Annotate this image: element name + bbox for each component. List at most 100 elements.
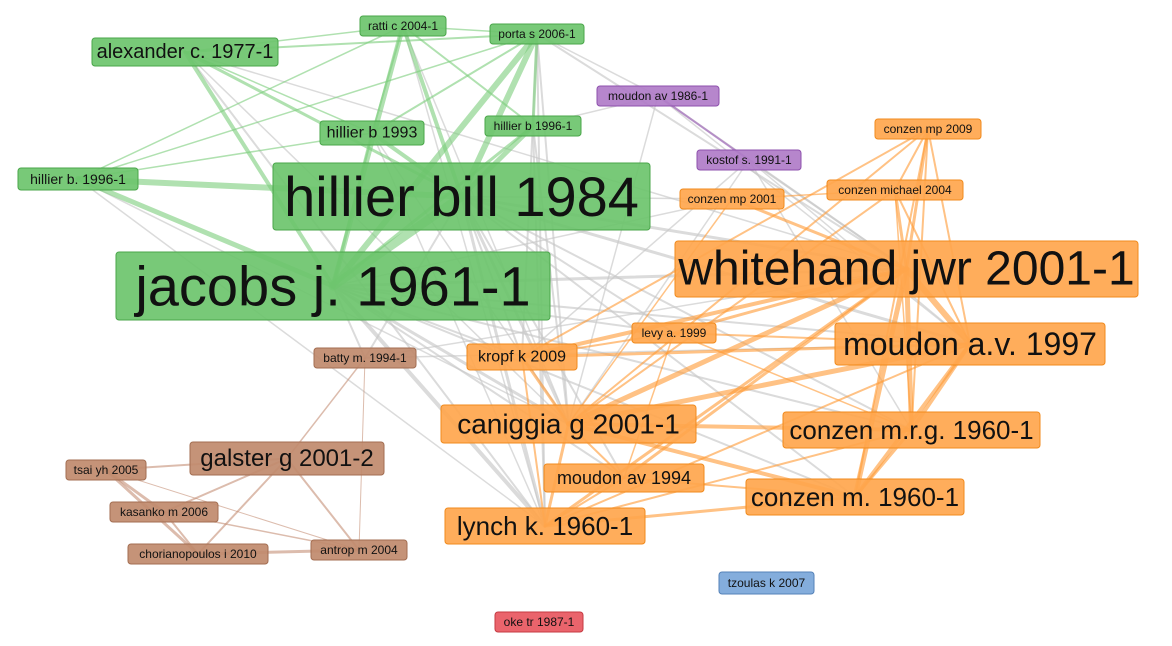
edge-conzenm04-caniggia — [567, 189, 896, 425]
node-label: hillier b. 1996-1 — [30, 171, 126, 187]
node-box — [489, 23, 585, 45]
node-label: hillier b 1993 — [327, 125, 418, 142]
node-label: batty m. 1994-1 — [323, 351, 407, 365]
edge-conzenm04-conzenmrg — [894, 189, 913, 431]
node-box — [440, 404, 697, 444]
node-box — [745, 478, 965, 516]
node-conzenm60[interactable]: conzen m. 1960-1 — [745, 478, 965, 516]
node-tzoulas[interactable]: tzoulas k 2007 — [718, 571, 815, 595]
node-label: moudon av 1994 — [557, 468, 691, 488]
node-box — [272, 162, 651, 231]
node-kostof[interactable]: kostof s. 1991-1 — [696, 149, 802, 171]
node-box — [91, 37, 279, 67]
edge-hillierB96-lynch — [77, 178, 546, 527]
edge-hillierb96-ratti — [402, 25, 534, 127]
edge-hillierb93-porta — [371, 33, 538, 134]
node-box — [484, 115, 582, 137]
node-label: antrop m 2004 — [320, 543, 398, 557]
node-box — [65, 459, 147, 481]
node-box — [782, 411, 1041, 449]
node-box — [826, 179, 964, 201]
node-label: conzen michael 2004 — [838, 183, 952, 197]
edge-lynch-moudon97 — [544, 343, 971, 527]
node-label: chorianopoulos i 2010 — [139, 547, 257, 561]
node-hillierB96[interactable]: hillier b. 1996-1 — [17, 167, 139, 191]
edge-jacobs-lynch — [331, 284, 547, 528]
node-box — [466, 343, 578, 371]
node-box — [834, 322, 1106, 366]
node-box — [874, 118, 982, 140]
node-label: oke tr 1987-1 — [504, 615, 575, 629]
node-antrop[interactable]: antrop m 2004 — [310, 539, 408, 561]
node-box — [631, 322, 717, 344]
edge-moudon86-caniggia — [567, 95, 659, 425]
edge-jacobs-conzenm60 — [332, 285, 856, 498]
node-label: moudon av 1986-1 — [608, 89, 708, 103]
node-label: galster g 2001-2 — [200, 445, 373, 472]
node-tsai[interactable]: tsai yh 2005 — [65, 459, 147, 481]
node-batty[interactable]: batty m. 1994-1 — [313, 347, 417, 369]
node-box — [679, 188, 785, 210]
node-alexander[interactable]: alexander c. 1977-1 — [91, 37, 279, 67]
node-label: conzen mp 2001 — [688, 192, 777, 206]
node-label: alexander c. 1977-1 — [97, 41, 274, 63]
node-label: jacobs j. 1961-1 — [133, 255, 530, 318]
node-box — [444, 507, 646, 545]
node-box — [543, 463, 705, 493]
node-ratti[interactable]: ratti c 2004-1 — [359, 15, 447, 37]
edge-hillierB96-porta — [77, 33, 538, 180]
node-kasanko[interactable]: kasanko m 2006 — [109, 501, 219, 523]
edge-jacobs-porta — [330, 31, 540, 289]
edge-hillierB96-ratti — [77, 25, 404, 180]
node-kropf[interactable]: kropf k 2009 — [466, 343, 578, 371]
edge-moudon86-kostof — [657, 95, 750, 161]
node-hillier84[interactable]: hillier bill 1984 — [272, 162, 651, 231]
node-label: porta s 2006-1 — [498, 27, 576, 41]
node-box — [189, 441, 385, 476]
node-hillierb96[interactable]: hillier b 1996-1 — [484, 115, 582, 137]
node-box — [17, 167, 139, 191]
node-lynch[interactable]: lynch k. 1960-1 — [444, 507, 646, 545]
edge-jacobs-alexander — [183, 50, 335, 288]
node-conzen09[interactable]: conzen mp 2009 — [874, 118, 982, 140]
node-hillierb93[interactable]: hillier b 1993 — [319, 120, 425, 146]
node-label: conzen mp 2009 — [884, 122, 973, 136]
node-box — [109, 501, 219, 523]
node-label: hillier bill 1984 — [284, 165, 639, 228]
node-box — [359, 15, 447, 37]
node-oke[interactable]: oke tr 1987-1 — [494, 611, 584, 633]
node-moudon97[interactable]: moudon a.v. 1997 — [834, 322, 1106, 366]
edge-hillierb96-porta — [531, 32, 539, 128]
node-conzenm04[interactable]: conzen michael 2004 — [826, 179, 964, 201]
node-label: conzen m. 1960-1 — [751, 482, 959, 512]
node-label: levy a. 1999 — [642, 326, 707, 340]
node-box — [674, 240, 1139, 298]
node-jacobs[interactable]: jacobs j. 1961-1 — [115, 251, 551, 321]
node-label: whitehand jwr 2001-1 — [677, 243, 1134, 296]
node-label: caniggia g 2001-1 — [457, 409, 680, 440]
edge-tsai-antrop — [105, 469, 360, 551]
node-conzenmrg[interactable]: conzen m.r.g. 1960-1 — [782, 411, 1041, 449]
node-whitehand[interactable]: whitehand jwr 2001-1 — [674, 240, 1139, 298]
node-label: kasanko m 2006 — [120, 505, 208, 519]
node-label: kostof s. 1991-1 — [706, 153, 792, 167]
node-galster[interactable]: galster g 2001-2 — [189, 441, 385, 476]
node-label: ratti c 2004-1 — [368, 19, 438, 33]
edge-alexander-whitehand — [184, 51, 908, 270]
node-caniggia[interactable]: caniggia g 2001-1 — [440, 404, 697, 444]
node-box — [127, 543, 269, 565]
node-box — [310, 539, 408, 561]
node-chorian[interactable]: chorianopoulos i 2010 — [127, 543, 269, 565]
edge-hillierb93-ratti — [371, 25, 404, 134]
edge-moudon97-conzen09 — [927, 128, 971, 345]
node-box — [115, 251, 551, 321]
node-levy[interactable]: levy a. 1999 — [631, 322, 717, 344]
node-moudon94[interactable]: moudon av 1994 — [543, 463, 705, 493]
node-box — [313, 347, 417, 369]
node-conzen01[interactable]: conzen mp 2001 — [679, 188, 785, 210]
node-label: tzoulas k 2007 — [728, 576, 806, 590]
node-porta[interactable]: porta s 2006-1 — [489, 23, 585, 45]
node-moudon86[interactable]: moudon av 1986-1 — [596, 85, 720, 107]
node-layer: ratti c 2004-1 porta s 2006-1 alexander c.… — [17, 15, 1139, 633]
